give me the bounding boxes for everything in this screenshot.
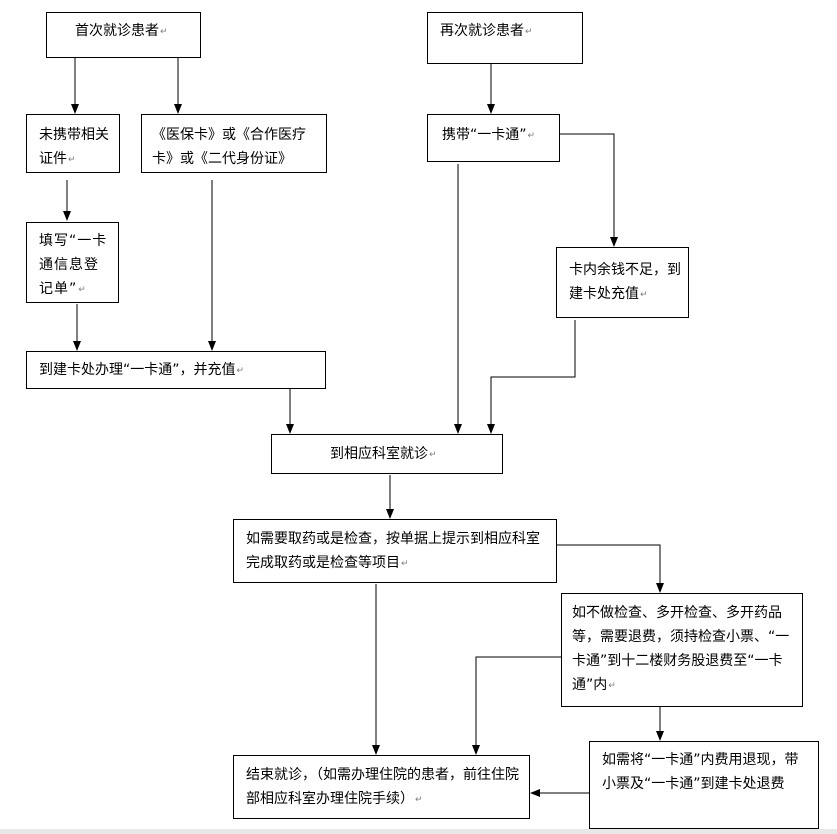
- bottom-scroll-edge: [0, 829, 837, 834]
- paragraph-mark-icon: ↵: [640, 290, 648, 300]
- arrow-carry-to-balance: [560, 133, 618, 247]
- node-no-documents-label: 未携带相关证件: [39, 127, 109, 167]
- node-finish-label: 结束就诊，（如需办理住院的患者，前往住院部相应科室办理住院手续）: [246, 767, 519, 807]
- paragraph-mark-icon: ↵: [415, 795, 423, 805]
- arrow-medicine-to-refund: [557, 544, 664, 593]
- node-no-documents: 未携带相关证件↵: [26, 114, 120, 173]
- node-carry-card: 携带“一卡通”↵: [427, 114, 560, 162]
- node-medicine-exam: 如需要取药或是检查，按单据上提示到相应科室完成取药或是检查等项目↵: [233, 519, 557, 583]
- paragraph-mark-icon: ↵: [160, 27, 168, 37]
- node-department: 到相应科室就诊↵: [271, 434, 503, 474]
- node-medicine-exam-label: 如需要取药或是检查，按单据上提示到相应科室完成取药或是检查等项目: [246, 531, 540, 571]
- paragraph-mark-icon: ↵: [236, 366, 245, 376]
- node-low-balance: 卡内余钱不足，到建卡处充值↵: [556, 247, 689, 318]
- node-cash-refund: 如需将“一卡通”内费用退现，带小票及“一卡通”到建卡处退费: [589, 741, 819, 829]
- node-register-card: 到建卡处办理“一卡通”，并充值↵: [26, 351, 326, 389]
- paragraph-mark-icon: ↵: [78, 285, 87, 295]
- node-department-label: 到相应科室就诊: [330, 446, 428, 462]
- node-cash-refund-label: 如需将“一卡通”内费用退现，带小票及“一卡通”到建卡处退费: [602, 752, 799, 792]
- node-fill-form-label: 填写“一卡通信息登记单”: [39, 233, 108, 297]
- arrow-balance-to-dept: [487, 320, 576, 434]
- node-return-visit-label: 再次就诊患者: [440, 23, 524, 39]
- node-refund-label: 如不做检查、多开检查、多开药品等，需要退费，须持检查小票、“一卡通”到十二楼财务…: [572, 605, 790, 693]
- paragraph-mark-icon: ↵: [527, 131, 536, 141]
- node-register-card-label: 到建卡处办理“一卡通”，并充值: [39, 362, 236, 378]
- node-with-cards: 《医保卡》或《合作医疗卡》或《二代身份证》: [141, 114, 327, 173]
- node-return-visit: 再次就诊患者↵: [427, 12, 583, 64]
- node-refund: 如不做检查、多开检查、多开药品等，需要退费，须持检查小票、“一卡通”到十二楼财务…: [561, 593, 803, 707]
- paragraph-mark-icon: ↵: [429, 450, 437, 460]
- paragraph-mark-icon: ↵: [401, 559, 409, 569]
- arrow-refund-to-finish: [472, 656, 561, 755]
- paragraph-mark-icon: ↵: [525, 27, 533, 37]
- node-first-visit: 首次就诊患者↵: [46, 12, 201, 58]
- node-with-cards-label: 《医保卡》或《合作医疗卡》或《二代身份证》: [152, 127, 306, 167]
- paragraph-mark-icon: ↵: [68, 155, 76, 165]
- node-low-balance-label: 卡内余钱不足，到建卡处充值: [569, 262, 681, 302]
- node-first-visit-label: 首次就诊患者: [75, 23, 159, 39]
- paragraph-mark-icon: ↵: [608, 681, 616, 691]
- node-fill-form: 填写“一卡通信息登记单”↵: [26, 222, 119, 303]
- node-carry-card-label: 携带“一卡通”: [442, 127, 527, 143]
- node-finish: 结束就诊，（如需办理住院的患者，前往住院部相应科室办理住院手续）↵: [233, 755, 530, 819]
